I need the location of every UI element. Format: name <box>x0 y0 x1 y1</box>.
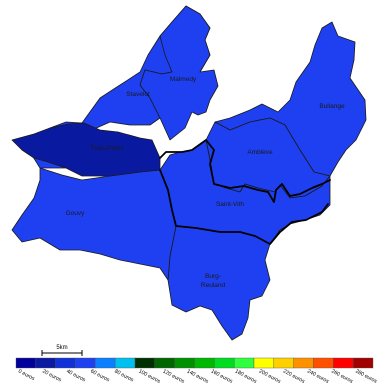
legend-label-0: 0 euros <box>17 368 36 382</box>
legend-swatch-6 <box>134 357 156 369</box>
legend-swatch-4 <box>95 357 116 369</box>
legend-swatch-16 <box>333 357 354 369</box>
region-gouvy[interactable] <box>11 167 177 281</box>
label-burgreuland: Burg- <box>205 273 221 280</box>
region-malmedy[interactable] <box>139 5 219 141</box>
legend-label-3: 60 euros <box>89 368 110 383</box>
legend-swatch-5 <box>114 357 136 369</box>
legend-swatch-17 <box>352 357 374 369</box>
legend-swatch-12 <box>253 357 275 369</box>
legend-label-9: 180 euros <box>234 368 258 385</box>
legend-swatch-9 <box>194 357 215 369</box>
legend-label-2: 40 euros <box>65 368 86 383</box>
legend-label-12: 240 euros <box>306 368 330 385</box>
scale-bar: 5km <box>41 345 83 356</box>
legend-swatch-1 <box>35 357 56 369</box>
label-trois: Trois-Ponts <box>91 145 125 152</box>
legend-color-boxes <box>15 357 374 369</box>
legend-swatch-11 <box>233 357 255 369</box>
legend-swatch-3 <box>75 357 96 369</box>
legend-label-14: 280 euros <box>354 368 378 385</box>
scale-bar-label: 5km <box>56 345 67 351</box>
region-trois-ponts[interactable] <box>11 122 161 177</box>
legend-swatch-2 <box>55 357 76 369</box>
legend-swatch-15 <box>313 357 334 369</box>
label-amel: Amblève <box>247 149 273 156</box>
label-bullange: Bullange <box>319 103 345 110</box>
label-gouvy: Gouvy <box>66 210 86 217</box>
district-boundary <box>159 169 329 245</box>
language-community-boundary <box>159 139 331 203</box>
label-burgreuland: Reuland <box>201 282 226 289</box>
legend-swatch-13 <box>273 357 294 369</box>
legend-label-11: 220 euros <box>282 368 306 385</box>
region-labels: Stavelot MalmedyBullangeAmblèveSaint-Vith… <box>66 76 345 289</box>
regions <box>11 5 367 341</box>
legend-swatch-14 <box>293 357 314 369</box>
legend-swatch-10 <box>214 357 235 369</box>
legend-label-5: 100 euros <box>137 368 161 385</box>
legend-label-4: 80 euros <box>113 368 134 383</box>
legend-label-13: 260 euros <box>330 368 354 385</box>
legend-swatch-0 <box>15 357 37 369</box>
legend-label-6: 120 euros <box>162 368 186 385</box>
label-stavelot: Stavelot <box>126 91 150 98</box>
legend-swatch-7 <box>154 357 175 369</box>
legend-swatch-8 <box>174 357 195 369</box>
label-saintvith: Saint-Vith <box>216 201 244 208</box>
legend-label-1: 20 euros <box>41 368 62 383</box>
label-malmedy: Malmedy <box>170 76 197 83</box>
legend-label-8: 160 euros <box>210 368 234 385</box>
legend-label-10: 200 euros <box>258 368 282 385</box>
legend-label-7: 140 euros <box>186 368 210 385</box>
